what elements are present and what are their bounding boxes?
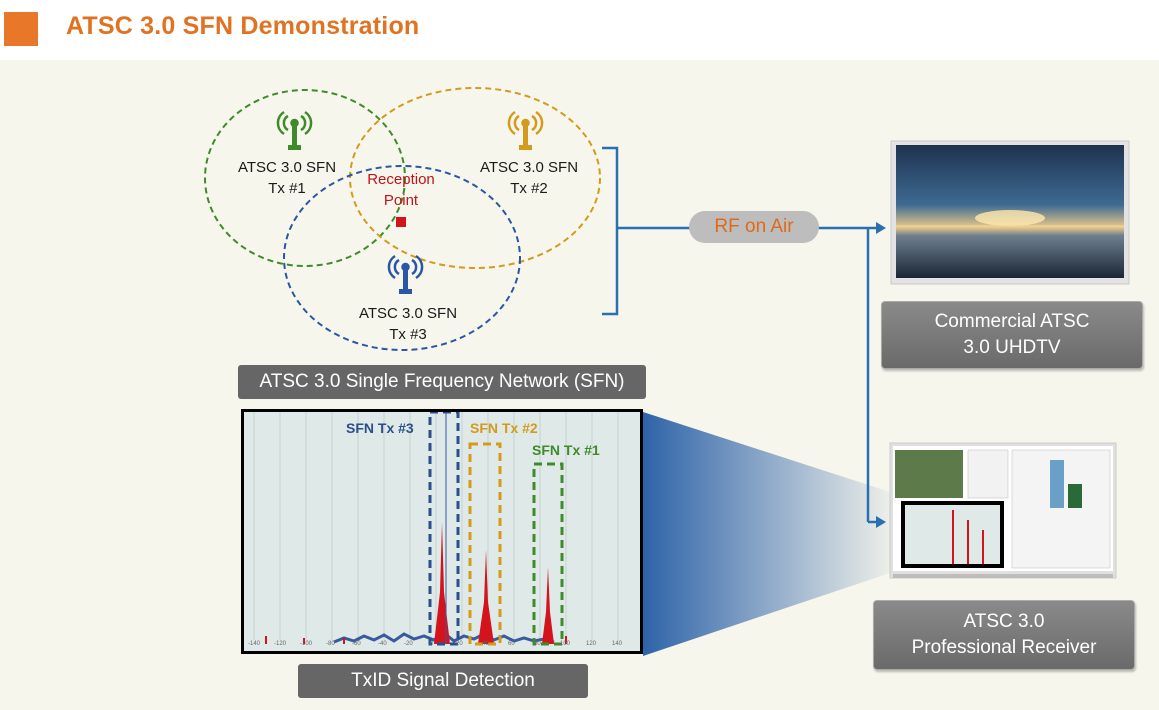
pro-receiver-label-line1: ATSC 3.0 [963, 611, 1045, 632]
antenna-icon-tx1 [276, 110, 313, 150]
spectrum-x-ticks: -140 -120 -100 -80 -60 -40 -20 0 20 40 60 80 100 120 1… [244, 641, 640, 651]
commercial-tv-label: Commercial ATSC 3.0 UHDTV [881, 301, 1143, 369]
spectrum-tick-label: -80 [326, 641, 335, 647]
spectrum-tick-label: 100 [560, 641, 571, 647]
spectrum-tick-label: 140 [612, 641, 623, 647]
spectrum-tick-label: -140 [248, 641, 261, 647]
reception-label-line1: Reception [367, 171, 435, 188]
tx2-label-line2: Tx #2 [510, 180, 548, 197]
tx3-label: ATSC 3.0 SFN Tx #3 [351, 303, 465, 345]
tx3-highlight-box [428, 412, 460, 646]
pro-receiver-label-line2: Professional Receiver [911, 637, 1097, 658]
arrow-to-receiver-icon [876, 516, 886, 528]
sfn-tx1-label: SFN Tx #1 [532, 442, 600, 458]
sfn-caption: ATSC 3.0 Single Frequency Network (SFN) [238, 365, 646, 399]
tx2-label: ATSC 3.0 SFN Tx #2 [472, 157, 586, 199]
tx3-label-line1: ATSC 3.0 SFN [358, 305, 458, 322]
sfn-tx3-label: SFN Tx #3 [346, 420, 414, 436]
coverage-circle-tx3 [283, 165, 521, 351]
txid-caption: TxID Signal Detection [298, 664, 588, 698]
rf-on-air-pill: RF on Air [689, 211, 819, 243]
pro-receiver-label: ATSC 3.0 Professional Receiver [873, 600, 1135, 670]
reception-point-label: Reception Point [356, 169, 446, 211]
spectrum-tick-label: -60 [352, 641, 361, 647]
tx3-label-line2: Tx #3 [389, 326, 427, 343]
tx1-label: ATSC 3.0 SFN Tx #1 [230, 157, 344, 199]
commercial-tv-label-line2: 3.0 UHDTV [963, 337, 1061, 358]
spectrum-tick-label: -40 [378, 641, 387, 647]
coverage-circle-tx2 [349, 87, 601, 269]
projection-beam [643, 412, 890, 656]
tx2-label-line1: ATSC 3.0 SFN [479, 159, 579, 176]
spectrum-tick-label: 60 [508, 641, 515, 647]
spectrum-tick-label: -120 [274, 641, 287, 647]
reception-label-line2: Point [383, 192, 419, 209]
antenna-icon-tx2 [507, 110, 544, 150]
coverage-circle-tx1 [204, 89, 406, 267]
peak-tx1 [542, 567, 554, 644]
peak-tx2 [478, 550, 494, 644]
spectrum-tick-label: -20 [404, 641, 413, 647]
title-marker [4, 12, 38, 46]
tx1-label-line1: ATSC 3.0 SFN [237, 159, 337, 176]
tx1-label-line2: Tx #1 [268, 180, 306, 197]
spectrum-tick-label: 0 [430, 641, 434, 647]
professional-receiver-image [889, 442, 1117, 579]
reception-point-marker [396, 217, 406, 227]
sfn-tx2-label: SFN Tx #2 [470, 420, 538, 436]
spectrum-tick-label: 20 [456, 641, 463, 647]
spectrum-tick-label: 80 [534, 641, 541, 647]
tx1-highlight-box [532, 462, 564, 646]
commercial-tv-image [890, 140, 1130, 285]
spectrum-tick-label: -100 [300, 641, 313, 647]
spectrum-tick-label: 120 [586, 641, 597, 647]
antenna-icon-tx3 [387, 254, 424, 294]
arrow-to-tv-icon [876, 222, 886, 234]
txid-spectrum-plot: SFN Tx #3 SFN Tx #2 SFN Tx #1 -140-120-1… [241, 409, 643, 654]
page-title: ATSC 3.0 SFN Demonstration [66, 12, 420, 40]
spectrum-tick-label: 40 [482, 641, 489, 647]
sfn-bracket [602, 146, 619, 316]
header-bar [0, 0, 1159, 60]
spectrum-graphics [253, 412, 619, 646]
commercial-tv-label-line1: Commercial ATSC [934, 311, 1090, 332]
tx2-highlight-box [468, 442, 502, 646]
